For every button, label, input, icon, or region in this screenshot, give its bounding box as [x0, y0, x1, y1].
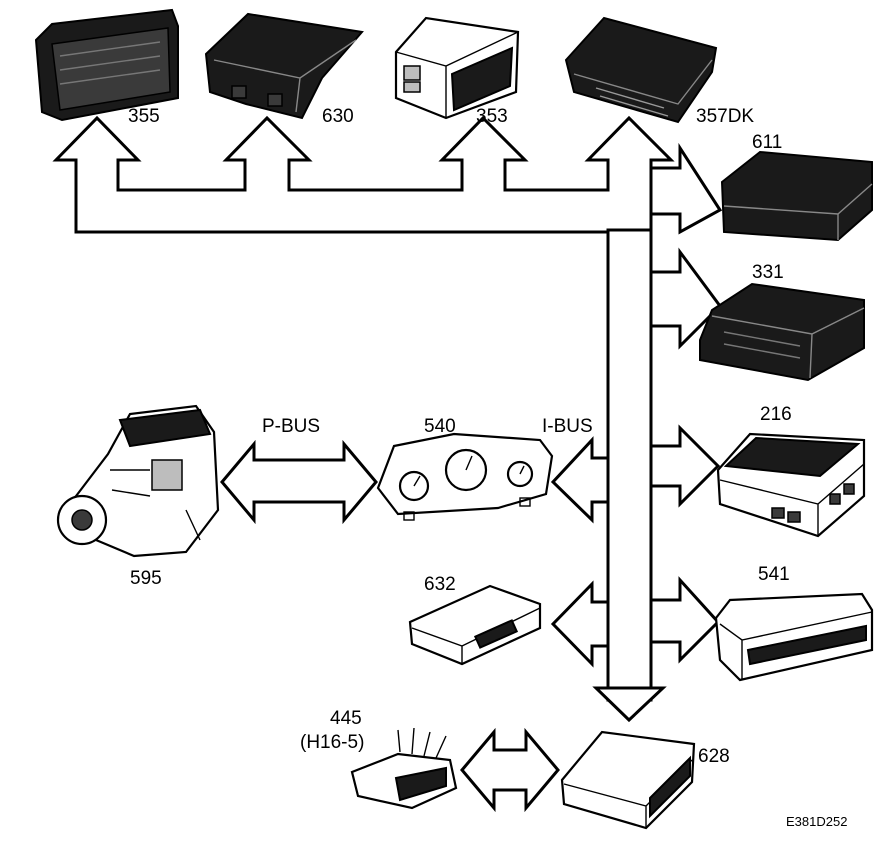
label-445: 445 — [330, 708, 362, 729]
module-632-unit — [408, 584, 542, 666]
label-611: 611 — [752, 132, 782, 153]
vertical-bus-trunk — [606, 228, 653, 702]
module-355-unit — [34, 8, 179, 122]
module-540-instrument-cluster — [376, 432, 554, 521]
arrow-right-611 — [649, 142, 723, 235]
arrow-left-632 — [550, 580, 610, 668]
label-540: 540 — [424, 416, 456, 437]
p-bus-double-arrow — [220, 439, 378, 525]
module-357dk-unit — [564, 16, 718, 124]
label-357dk: 357DK — [696, 106, 754, 127]
label-541: 541 — [758, 564, 790, 585]
label-p-bus: P-BUS — [262, 416, 320, 437]
label-630: 630 — [322, 106, 354, 127]
label-i-bus: I-BUS — [542, 416, 593, 437]
label-632: 632 — [424, 574, 456, 595]
drawing-code: E381D252 — [786, 814, 847, 829]
label-216: 216 — [760, 404, 792, 425]
label-445-subtitle: (H16-5) — [300, 732, 364, 753]
i-bus-arrow-network — [52, 115, 723, 813]
arrow-right-331 — [649, 247, 722, 350]
label-595: 595 — [130, 568, 162, 589]
module-353-unit — [394, 16, 520, 120]
module-216-unit — [716, 432, 866, 538]
module-628-unit — [560, 730, 696, 830]
label-355: 355 — [128, 106, 160, 127]
module-595-injection-pump — [56, 404, 220, 558]
arrow-left-540 — [550, 436, 610, 524]
upper-bus-trunk — [52, 115, 675, 234]
diag-double-arrow — [460, 727, 560, 813]
label-331: 331 — [752, 262, 784, 283]
module-611-unit — [720, 150, 873, 242]
arrow-right-216 — [649, 424, 721, 508]
module-331-unit — [699, 282, 865, 382]
module-630-unit — [204, 12, 364, 120]
label-353: 353 — [476, 106, 508, 127]
label-628: 628 — [698, 746, 730, 767]
arrow-down-628 — [592, 686, 667, 723]
module-541-unit — [714, 592, 874, 682]
module-445-diagnostic-connector — [350, 727, 458, 810]
arrow-right-541 — [649, 576, 721, 664]
